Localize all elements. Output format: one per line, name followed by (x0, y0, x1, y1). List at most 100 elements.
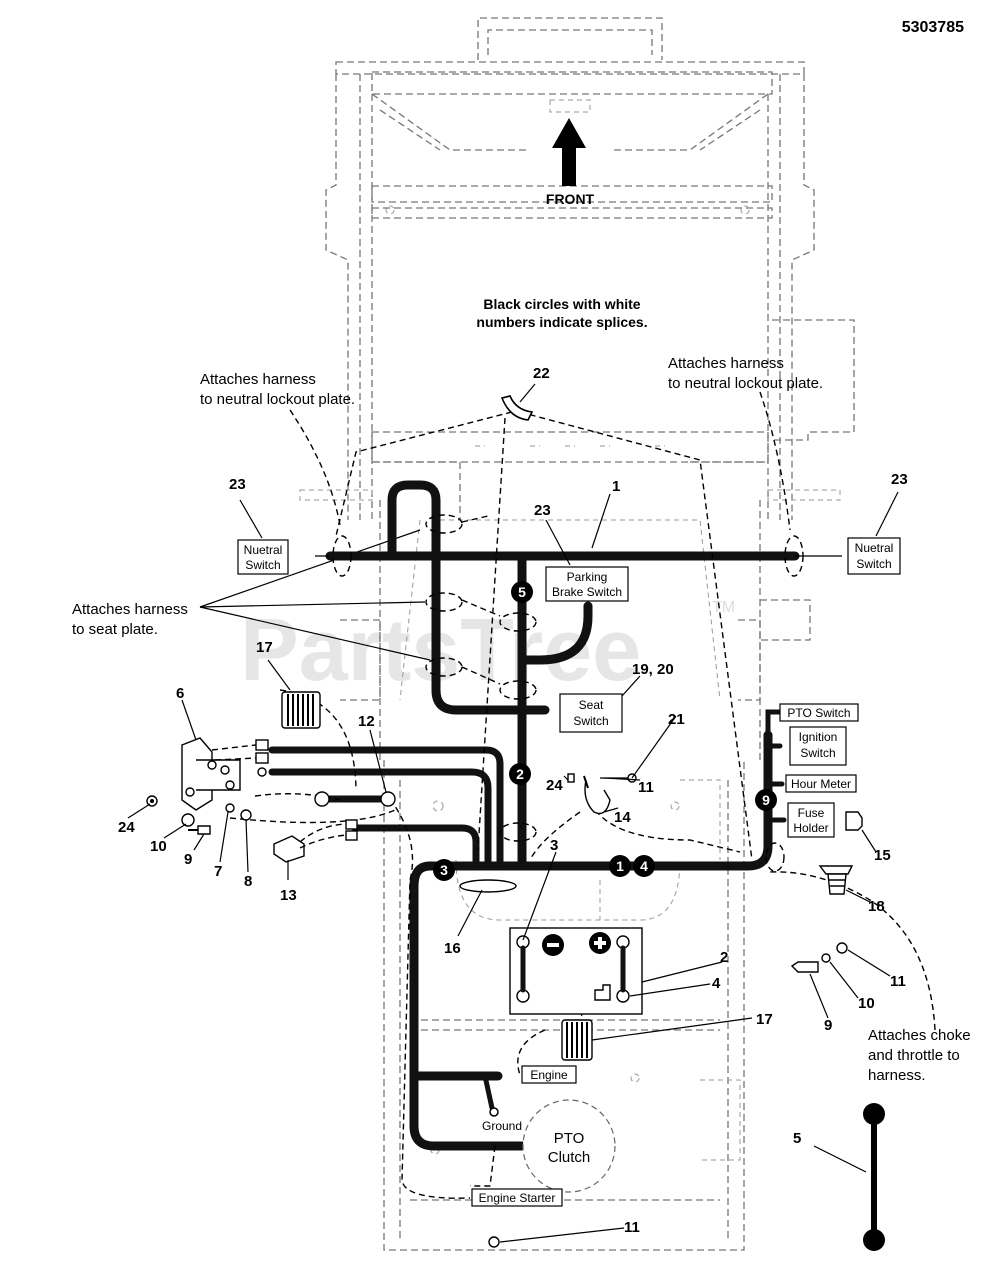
callout-1: 1 (612, 478, 620, 495)
fuse-holder-1: Fuse (798, 806, 825, 820)
splice-5 (511, 581, 533, 603)
callout-23-right: 23 (891, 471, 908, 488)
callout-7: 7 (214, 863, 222, 880)
engine-starter-box (471, 1188, 563, 1207)
callout-5: 5 (793, 1130, 801, 1147)
hour-meter-label: Hour Meter (791, 777, 851, 791)
ignition-switch-2: Switch (800, 746, 835, 760)
callout-18: 18 (868, 898, 885, 915)
hardware-left (146, 795, 252, 835)
neutral-switch-left-1: Nuetral (244, 543, 283, 557)
hardware-right (790, 942, 848, 973)
tie-straps (229, 411, 804, 1199)
seat-switch-1: Seat (579, 698, 604, 712)
callout-13: 13 (280, 887, 297, 904)
fuse-holder-2: Holder (793, 821, 828, 835)
hour-meter-box (785, 774, 857, 793)
note-leaders (199, 391, 936, 1031)
callout-2: 2 (720, 949, 728, 966)
callout-10-right: 10 (858, 995, 875, 1012)
hardware-seat (567, 773, 637, 815)
pto-switch-box (779, 703, 859, 722)
front-arrow (552, 118, 586, 186)
svg-text:9: 9 (762, 792, 770, 808)
callout-3: 3 (550, 837, 558, 854)
callout-15: 15 (874, 847, 891, 864)
connector-17-top (281, 691, 321, 729)
note-choke-1: Attaches choke (868, 1027, 971, 1044)
note-neutral-left-2: to neutral lockout plate. (200, 391, 355, 408)
callout-23-left: 23 (229, 476, 246, 493)
callout-11-bottom: 11 (624, 1219, 640, 1236)
callout-11-mid: 11 (638, 779, 654, 796)
fuse-holder-box (787, 802, 835, 838)
callout-leaders (127, 383, 899, 1243)
callout-19-20: 19, 20 (632, 661, 674, 678)
pto-clutch-1: PTO (554, 1130, 585, 1147)
callout-22: 22 (533, 365, 550, 382)
engine-label: Engine (530, 1068, 568, 1082)
note-seat-plate-2: to seat plate. (72, 621, 158, 638)
callout-9-left: 9 (184, 851, 192, 868)
callout-24-mid: 24 (546, 777, 563, 794)
splice-1 (609, 855, 631, 877)
callout-6: 6 (176, 685, 184, 702)
callout-numbers: 1 23 23 23 22 19, 20 21 17 6 12 24 10 9 … (118, 365, 908, 1236)
jumper-wire-5 (863, 1103, 885, 1251)
callout-16: 16 (444, 940, 461, 957)
callout-11-right: 11 (890, 973, 906, 990)
battery (509, 927, 643, 1015)
splices: 5 2 9 3 1 4 (433, 581, 777, 881)
callout-24-left: 24 (118, 819, 135, 836)
watermark-tm: TM (712, 599, 735, 616)
neutral-switch-right-1: Nuetral (855, 541, 894, 555)
engine-starter-label: Engine Starter (479, 1191, 556, 1205)
fuse-15 (845, 811, 863, 831)
pto-clutch-2: Clutch (548, 1149, 591, 1166)
note-neutral-left-1: Attaches harness (200, 371, 316, 388)
callout-9-right: 9 (824, 1017, 832, 1034)
note-choke-2: and throttle to (868, 1047, 960, 1064)
engine-box (521, 1065, 577, 1084)
neutral-switch-right-box (847, 537, 901, 575)
note-choke-3: harness. (868, 1067, 926, 1084)
ignition-switch-box (789, 726, 847, 766)
callout-17-bottom: 17 (756, 1011, 773, 1028)
callout-17-top: 17 (256, 639, 273, 656)
parking-brake-switch-box (545, 566, 629, 602)
svg-text:4: 4 (640, 858, 648, 874)
svg-text:5: 5 (518, 584, 526, 600)
neutral-switch-left-2: Switch (245, 558, 280, 572)
pto-clutch-circle (522, 1099, 616, 1193)
note-seat-plate-1: Attaches harness (72, 601, 188, 618)
svg-text:3: 3 (440, 862, 448, 878)
callout-14: 14 (614, 809, 631, 826)
svg-text:2: 2 (516, 766, 524, 782)
splice-4 (633, 855, 655, 877)
ground-ring (489, 1107, 499, 1117)
main-harness (268, 480, 842, 1151)
callout-8: 8 (244, 873, 252, 890)
callout-10-left: 10 (150, 838, 167, 855)
ignition-switch-1: Ignition (799, 730, 838, 744)
splice-2 (509, 763, 531, 785)
splice-3 (433, 859, 455, 881)
neutral-switch-right-2: Switch (856, 557, 891, 571)
callout-4: 4 (712, 975, 721, 992)
splice-note-line-2: numbers indicate splices. (476, 314, 647, 330)
neutral-switch-left-box (237, 539, 289, 575)
callout-23-mid: 23 (534, 502, 551, 519)
seat-switch-2: Switch (573, 714, 608, 728)
tie-16 (459, 879, 517, 893)
note-neutral-right-2: to neutral lockout plate. (668, 375, 823, 392)
parking-brake-switch-2: Brake Switch (552, 585, 622, 599)
hardware-11-bottom (488, 1236, 500, 1248)
seat-switch-box (559, 693, 623, 733)
starter-solenoid (181, 737, 396, 811)
push-clip-18 (818, 865, 854, 895)
ground-label: Ground (482, 1119, 522, 1133)
pto-switch-label: PTO Switch (787, 706, 850, 720)
front-label: FRONT (546, 191, 595, 207)
splice-note-line-1: Black circles with white (483, 296, 640, 312)
